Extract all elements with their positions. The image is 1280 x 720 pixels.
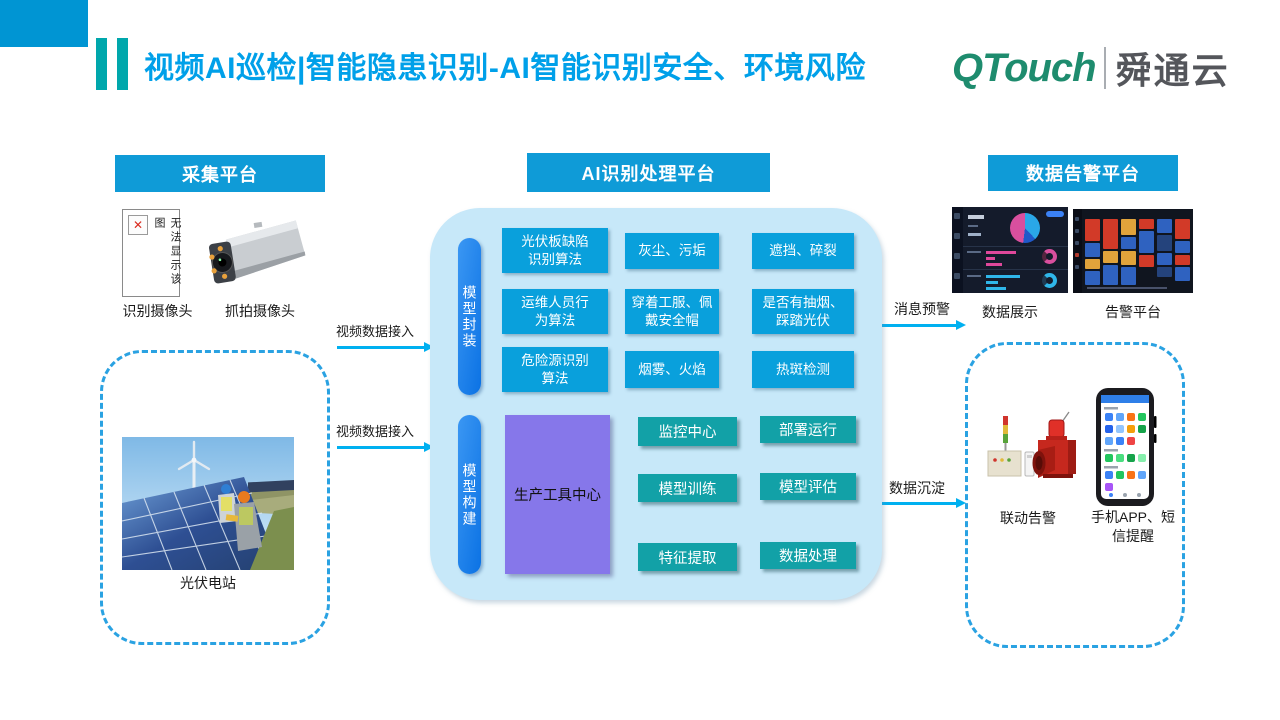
pie-chart (1010, 213, 1040, 243)
dashboard-button (1046, 211, 1064, 217)
broken-image-text: 无法显示该图 (153, 217, 181, 287)
header-accent-bar-1 (96, 38, 107, 90)
algorithm-box-dust: 灰尘、污垢 (625, 233, 719, 269)
algorithm-box-smoke-flame: 烟雾、火焰 (625, 351, 719, 388)
phone-app-sms-label: 手机APP、短 信提醒 (1090, 509, 1175, 544)
algorithm-box-smoking-stepping: 是否有抽烟、 踩踏光伏 (752, 289, 854, 334)
production-tool-center-box: 生产工具中心 (505, 415, 610, 574)
logo-shuntongyun-text: 舜通云 (1115, 50, 1230, 91)
dashboard-sidebar (1073, 209, 1082, 293)
data-sediment-label: 数据沉淀 (889, 480, 945, 496)
monitoring-center-box: 监控中心 (638, 417, 737, 446)
broken-image-placeholder: ✕ 无法显示该图 (122, 209, 181, 297)
worker-orange-helmet (225, 491, 262, 551)
ai-processing-platform-header: AI识别处理平台 (527, 153, 770, 192)
pink-donut-chart (1042, 249, 1057, 264)
data-display-label: 数据展示 (982, 304, 1038, 320)
message-warning-arrow (865, 320, 966, 330)
dashboard-sidebar (952, 207, 963, 293)
video-data-access-arrow-bottom (337, 442, 434, 452)
message-warning-label: 消息预警 (894, 301, 950, 317)
video-data-access-arrow-top (337, 342, 434, 352)
capture-camera-image (209, 220, 306, 284)
pv-station-dashed-frame (100, 350, 330, 645)
data-sediment-arrow (865, 498, 966, 508)
pv-station-photo (122, 437, 294, 570)
linkage-alarm-image (987, 411, 1076, 478)
data-display-dashboard-image (952, 207, 1068, 293)
mobile-app-phone-image (1096, 388, 1157, 506)
model-evaluation-box: 模型评估 (760, 473, 856, 500)
pv-station-label: 光伏电站 (180, 575, 236, 591)
algorithm-box-hazard-source: 危险源识别 算法 (502, 347, 608, 392)
model-packaging-pill: 模型封装 (458, 238, 481, 395)
model-training-box: 模型训练 (638, 474, 737, 502)
page-title: 视频AI巡检|智能隐患识别-AI智能识别安全、环境风险 (144, 52, 866, 85)
header-accent-rect (0, 0, 88, 47)
logo-qtouch-text: QTouch (952, 45, 1097, 90)
algorithm-box-personnel-behavior: 运维人员行 为算法 (502, 289, 608, 334)
algorithm-box-pv-defect: 光伏板缺陷 识别算法 (502, 228, 608, 273)
model-building-pill: 模型构建 (458, 415, 481, 574)
algorithm-box-uniform-helmet: 穿着工服、佩 戴安全帽 (625, 289, 719, 334)
feature-extraction-box: 特征提取 (638, 543, 737, 571)
logo-divider (1103, 47, 1106, 89)
alarm-platform-dashboard-image (1073, 209, 1193, 293)
alarm-platform-label: 告警平台 (1105, 304, 1161, 320)
algorithm-box-hotspot: 热斑检测 (752, 351, 854, 388)
linkage-alarm-label: 联动告警 (1000, 510, 1056, 526)
brand-logo: QTouch 舜通云 (952, 42, 1230, 94)
alarm-output-dashed-frame (965, 342, 1185, 648)
data-processing-box: 数据处理 (760, 542, 856, 569)
video-data-access-label-top: 视频数据接入 (336, 324, 415, 339)
collection-platform-header: 采集平台 (115, 155, 325, 192)
algorithm-box-occlusion: 遮挡、碎裂 (752, 233, 854, 269)
video-data-access-label-bottom: 视频数据接入 (336, 424, 415, 439)
recognition-camera-label: 识别摄像头 (122, 303, 193, 319)
header-accent-bar-2 (117, 38, 128, 90)
deploy-run-box: 部署运行 (760, 416, 856, 443)
capture-camera-label: 抓拍摄像头 (225, 303, 295, 319)
cyan-donut-chart (1042, 273, 1057, 288)
data-alarm-platform-header: 数据告警平台 (988, 155, 1178, 191)
broken-image-icon: ✕ (128, 215, 148, 235)
